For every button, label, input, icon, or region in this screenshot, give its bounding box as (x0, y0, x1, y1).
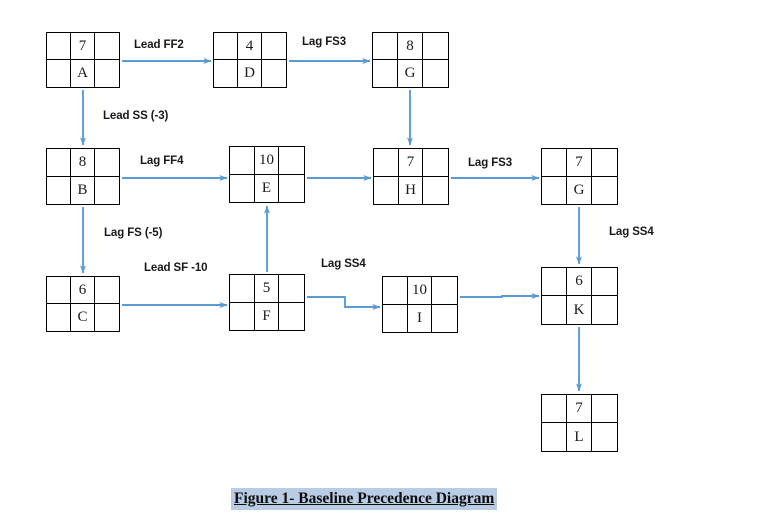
node-f-activity: F (255, 302, 280, 330)
edge-f-i (307, 296, 381, 310)
node-a[interactable]: 7 A (46, 32, 120, 88)
node-g-middle-cell-es (542, 149, 567, 177)
node-c-cell-ef (95, 277, 119, 304)
node-h-cell-es (374, 149, 399, 177)
node-b[interactable]: 8 B (46, 148, 120, 205)
node-l-cell-ef (592, 395, 617, 423)
node-d-activity: D (238, 60, 262, 87)
node-h-cell-ef (423, 149, 448, 177)
node-a-duration: 7 (71, 33, 95, 60)
node-c-cell-ls (47, 304, 71, 331)
node-e-duration: 10 (254, 147, 280, 175)
node-l-cell-es (542, 395, 567, 423)
node-f-duration: 5 (254, 275, 280, 303)
figure-caption: Figure 1- Baseline Precedence Diagram (231, 488, 498, 510)
node-d-duration: 4 (238, 33, 262, 60)
node-k-duration: 6 (567, 268, 592, 296)
edge-i-k (460, 292, 540, 299)
node-b-cell-ef (95, 149, 119, 177)
node-d-cell-ef (262, 33, 286, 60)
edge-label-lead-sf-minus10: Lead SF -10 (144, 262, 208, 274)
node-h-activity: H (399, 176, 424, 204)
node-f-cell-ef (279, 275, 304, 303)
node-i-duration: 10 (407, 277, 433, 305)
node-g-top-cell-ls (373, 60, 398, 87)
node-g-top-cell-ef (423, 33, 448, 60)
edge-label-lead-ff2: Lead FF2 (134, 39, 184, 51)
edge-label-lead-ss-minus3: Lead SS (-3) (103, 110, 169, 122)
node-d-cell-lf (262, 60, 286, 87)
node-i-cell-es (383, 277, 408, 305)
node-d-cell-ls (214, 60, 238, 87)
node-g-middle-duration: 7 (567, 149, 592, 177)
node-c-duration: 6 (71, 277, 95, 304)
node-l-cell-lf (592, 423, 617, 451)
node-g-top-activity: G (398, 60, 423, 87)
node-l[interactable]: 7 L (541, 394, 618, 452)
node-l-activity: L (567, 423, 592, 451)
node-i-activity: I (408, 304, 433, 332)
node-e-cell-ef (279, 147, 304, 175)
node-g-middle-activity: G (567, 176, 592, 204)
node-g-middle[interactable]: 7 G (541, 148, 618, 205)
edge-label-lag-fs-minus5: Lag FS (-5) (104, 227, 163, 239)
node-k-cell-ls (542, 296, 567, 324)
node-b-cell-ls (47, 176, 71, 204)
node-c-activity: C (71, 304, 95, 331)
node-g-middle-cell-ef (592, 149, 617, 177)
node-a-cell-es (47, 33, 71, 60)
node-k-cell-ef (592, 268, 617, 296)
node-g-top-cell-lf (423, 60, 448, 87)
node-a-cell-lf (95, 60, 119, 87)
node-b-cell-es (47, 149, 71, 177)
node-g-middle-cell-lf (592, 177, 617, 205)
node-k-cell-lf (592, 296, 617, 324)
edge-label-lag-ss4-bottom: Lag SS4 (321, 258, 366, 270)
node-e-cell-ls (230, 174, 255, 202)
node-h-duration: 7 (398, 149, 424, 177)
node-a-cell-ls (47, 60, 71, 87)
node-l-cell-ls (542, 423, 567, 451)
node-e-cell-lf (279, 175, 304, 203)
node-k-activity: K (567, 296, 592, 324)
node-i-cell-ef (432, 277, 457, 305)
node-c[interactable]: 6 C (46, 276, 120, 332)
node-a-cell-ef (95, 33, 119, 60)
node-i-cell-lf (432, 305, 457, 333)
node-b-activity: B (71, 176, 95, 204)
node-a-activity: A (71, 60, 95, 87)
node-k[interactable]: 6 K (541, 267, 618, 325)
node-b-cell-lf (95, 177, 119, 205)
node-k-cell-es (542, 268, 567, 296)
node-e[interactable]: 10 E (229, 146, 305, 203)
node-l-duration: 7 (567, 395, 592, 423)
node-g-middle-cell-ls (542, 176, 567, 204)
node-h-cell-lf (423, 177, 448, 205)
node-i-cell-ls (383, 304, 408, 332)
node-b-duration: 8 (71, 149, 95, 177)
edge-label-lag-fs3-middle: Lag FS3 (468, 157, 513, 169)
node-h[interactable]: 7 H (373, 148, 449, 205)
edge-label-lag-fs3-top: Lag FS3 (302, 36, 347, 48)
node-f-cell-es (230, 275, 255, 303)
node-c-cell-es (47, 277, 71, 304)
node-e-activity: E (255, 174, 280, 202)
node-e-cell-es (230, 147, 255, 175)
node-d-cell-es (214, 33, 238, 60)
edge-label-lag-ss4-right: Lag SS4 (609, 226, 654, 238)
node-f[interactable]: 5 F (229, 274, 305, 331)
node-g-top-cell-es (373, 33, 398, 60)
node-d[interactable]: 4 D (213, 32, 287, 88)
node-g-top[interactable]: 8 G (372, 32, 449, 88)
edge-label-lag-ff4: Lag FF4 (140, 155, 184, 167)
node-g-top-duration: 8 (398, 33, 423, 60)
node-i[interactable]: 10 I (382, 276, 458, 333)
node-f-cell-ls (230, 302, 255, 330)
node-f-cell-lf (279, 303, 304, 331)
node-c-cell-lf (95, 304, 119, 331)
node-h-cell-ls (374, 176, 399, 204)
